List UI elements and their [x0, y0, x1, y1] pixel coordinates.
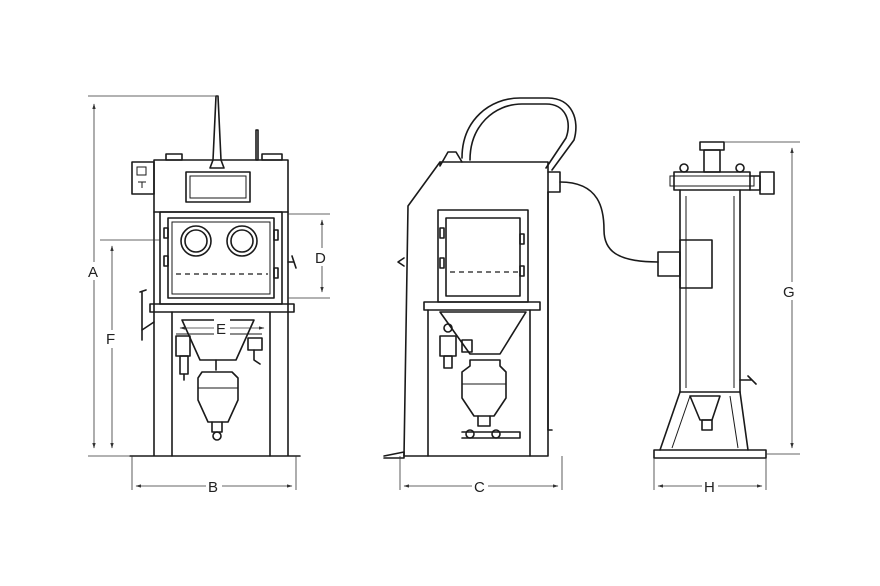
side-view	[383, 97, 659, 459]
dimension-label-e: E	[216, 321, 226, 338]
dimension-label-g: G	[783, 284, 795, 301]
dimension-label-h: H	[704, 479, 715, 496]
dimension-label-a: A	[88, 264, 98, 281]
front-view	[129, 95, 301, 457]
dimension-label-b: B	[208, 479, 218, 496]
dimension-label-f: F	[106, 331, 115, 348]
dimension-label-d: D	[315, 250, 326, 267]
dust-collector	[653, 141, 775, 459]
front-dimensions	[88, 95, 330, 490]
dimension-label-c: C	[474, 479, 485, 496]
